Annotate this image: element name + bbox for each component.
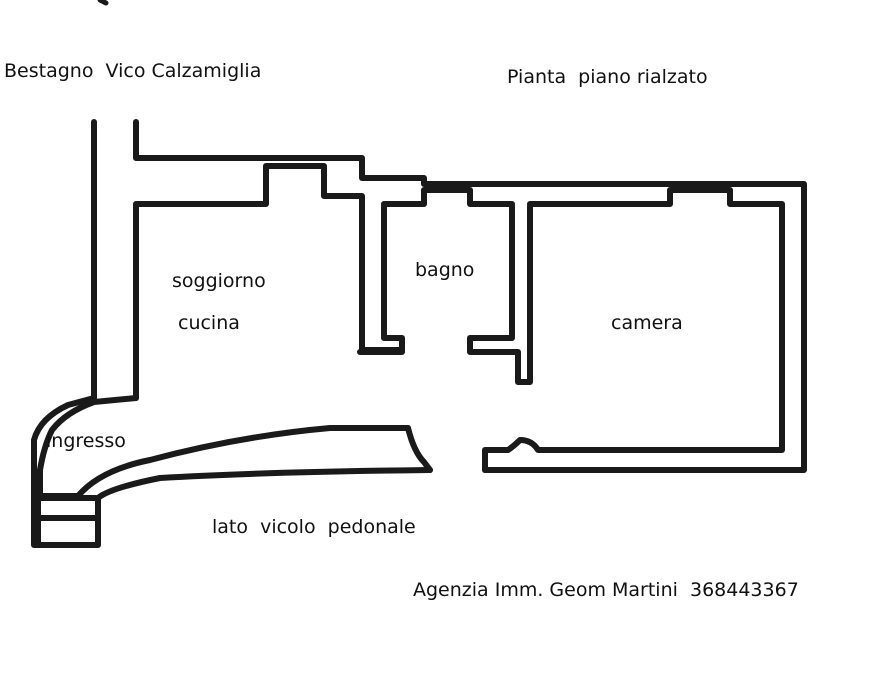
street-curve-upper	[37, 395, 433, 499]
living-room-window	[263, 163, 327, 199]
corridor-outer-wall	[31, 119, 101, 548]
plan-title: Pianta piano rialzato	[507, 66, 708, 88]
bedroom-wall	[482, 187, 785, 473]
room-label-bedroom: camera	[611, 312, 683, 334]
bedroom-window	[667, 187, 733, 207]
street-curve-lower	[95, 467, 433, 501]
bathroom-top-wall	[381, 187, 515, 207]
room-label-kitchen: cucina	[178, 312, 240, 334]
top-mark	[97, 0, 109, 6]
room-label-entrance: ingresso	[46, 430, 126, 452]
bathroom-right-wall	[467, 203, 533, 385]
agency-contact: Agenzia Imm. Geom Martini 368443367	[413, 579, 799, 601]
corridor-inner-wall	[133, 119, 807, 473]
room-label-living: soggiorno	[172, 270, 266, 292]
location-label: Bestagno Vico Calzamiglia	[4, 60, 262, 82]
bathroom-left-wall	[357, 203, 405, 355]
street-side-label: lato vicolo pedonale	[212, 516, 416, 538]
room-label-bathroom: bagno	[415, 259, 475, 281]
entrance-steps	[35, 495, 99, 548]
